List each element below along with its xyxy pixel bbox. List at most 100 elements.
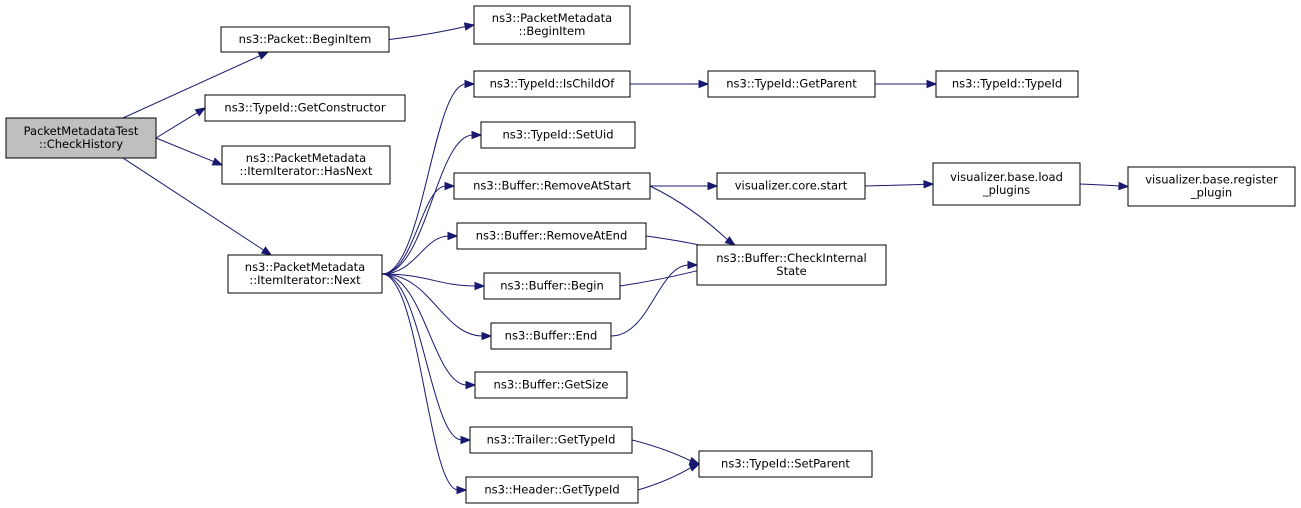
node-box (5, 117, 157, 159)
arrowhead (194, 107, 207, 117)
node-header[interactable]: ns3::Header::GetTypeId (465, 476, 639, 504)
node-rmend[interactable]: ns3::Buffer::RemoveAtEnd (456, 222, 647, 250)
node-label: ns3::Buffer::RemoveAtStart (473, 179, 631, 193)
edge-next-to-bend (381, 273, 493, 341)
edge-vcstart-to-loadplug (864, 180, 935, 189)
node-box (474, 371, 628, 399)
node-box (716, 172, 866, 200)
arrowhead (923, 180, 935, 189)
node-pkt_begin[interactable]: ns3::Packet::BeginItem (220, 26, 390, 53)
node-label: ns3::TypeId::GetConstructor (224, 101, 385, 115)
node-box (220, 26, 390, 53)
node-vcstart[interactable]: visualizer.core.start (716, 172, 866, 200)
node-label: ns3::Buffer::RemoveAtEnd (476, 229, 628, 243)
node-hasnext[interactable]: ns3::PacketMetadata::ItemIterator::HasNe… (221, 145, 391, 185)
node-label: _plugin (1190, 186, 1232, 200)
node-next[interactable]: ns3::PacketMetadata::ItemIterator::Next (227, 254, 383, 294)
node-ischild[interactable]: ns3::TypeId::IsChildOf (473, 70, 631, 98)
node-label: ns3::Buffer::End (505, 329, 598, 343)
node-box (473, 5, 631, 45)
arrowhead (481, 331, 493, 341)
node-box (483, 272, 621, 300)
node-box (221, 145, 391, 185)
edge-ischild-to-getparent (630, 79, 710, 89)
node-label: State (776, 264, 806, 278)
edge-rmstart-to-checkint (649, 185, 736, 246)
node-label: ::ItemIterator::HasNext (240, 164, 373, 178)
node-loadplug[interactable]: visualizer.base.load_plugins (932, 162, 1081, 206)
node-box (1127, 166, 1296, 207)
node-label: ns3::PacketMetadata (245, 260, 365, 274)
node-label: _plugins (982, 183, 1030, 197)
edge-getparent-to-typeid (875, 79, 938, 89)
node-setuid[interactable]: ns3::TypeId::SetUid (480, 121, 636, 149)
node-layer: PacketMetadataTest::CheckHistoryns3::Pac… (5, 5, 1296, 504)
node-box (490, 322, 612, 350)
node-label: ns3::PacketMetadata (246, 151, 366, 165)
arrowhead (724, 236, 736, 246)
edge-trailer-to-setparent (631, 439, 701, 465)
node-label: ns3::Buffer::Begin (500, 279, 604, 293)
arrowhead (471, 130, 483, 140)
node-label: ns3::TypeId::SetUid (503, 128, 614, 142)
arrowhead (474, 281, 486, 291)
node-bbegin[interactable]: ns3::Buffer::Begin (483, 272, 621, 300)
arrowhead (926, 79, 938, 89)
node-bend[interactable]: ns3::Buffer::End (490, 322, 612, 350)
arrowhead (444, 181, 456, 191)
arrowhead (707, 181, 719, 191)
arrowhead (688, 463, 701, 472)
edge-bend-to-checkint (610, 260, 699, 337)
node-setparent[interactable]: ns3::TypeId::SetParent (698, 450, 873, 478)
node-getctor[interactable]: ns3::TypeId::GetConstructor (204, 94, 406, 122)
node-trailer[interactable]: ns3::Trailer::GetTypeId (469, 426, 633, 454)
arrowhead (464, 79, 476, 89)
arrowhead (460, 435, 472, 445)
node-label: visualizer.base.load (950, 170, 1063, 184)
node-box (469, 426, 633, 454)
node-getsize[interactable]: ns3::Buffer::GetSize (474, 371, 628, 399)
node-box (465, 476, 639, 504)
arrowhead (688, 456, 701, 465)
node-box (473, 70, 631, 98)
node-pm_begin[interactable]: ns3::PacketMetadata::BeginItem (473, 5, 631, 45)
edge-next-to-getsize (381, 273, 477, 390)
edge-next-to-rmend (381, 231, 459, 275)
node-label: ::ItemIterator::Next (249, 273, 361, 287)
node-label: visualizer.core.start (735, 179, 848, 193)
edge-root-to-getctor (155, 107, 207, 139)
node-box (698, 450, 873, 478)
node-label: ns3::Header::GetTypeId (484, 483, 619, 497)
node-box (204, 94, 406, 122)
edge-root-to-next (122, 157, 273, 256)
edge-next-to-trailer (381, 273, 472, 445)
edge-rmstart-to-vcstart (650, 181, 719, 191)
edge-next-to-rmstart (381, 181, 456, 275)
arrowhead (257, 51, 270, 60)
node-box (696, 244, 887, 286)
node-root[interactable]: PacketMetadataTest::CheckHistory (5, 117, 157, 159)
node-label: ::BeginItem (519, 24, 586, 38)
arrowhead (698, 79, 710, 89)
node-label: ns3::Trailer::GetTypeId (487, 433, 616, 447)
edge-pkt_begin-to-pm_begin (388, 22, 476, 40)
node-label: visualizer.base.register (1145, 173, 1278, 187)
node-regplug[interactable]: visualizer.base.register_plugin (1127, 166, 1296, 207)
node-label: ::CheckHistory (39, 137, 123, 151)
node-label: ns3::TypeId::TypeId (952, 77, 1062, 91)
node-box (227, 254, 383, 294)
node-label: ns3::TypeId::GetParent (726, 77, 857, 91)
arrowhead (465, 380, 477, 390)
edge-root-to-hasnext (155, 137, 224, 166)
arrowhead (456, 485, 468, 495)
node-rmstart[interactable]: ns3::Buffer::RemoveAtStart (453, 172, 651, 200)
node-label: ns3::Buffer::CheckInternal (716, 251, 867, 265)
node-getparent[interactable]: ns3::TypeId::GetParent (707, 70, 876, 98)
node-label: ns3::TypeId::SetParent (721, 457, 850, 471)
edge-next-to-bbegin (381, 273, 486, 291)
node-label: ns3::PacketMetadata (492, 11, 612, 25)
node-typeid[interactable]: ns3::TypeId::TypeId (935, 70, 1079, 98)
edge-loadplug-to-regplug (1079, 181, 1130, 191)
